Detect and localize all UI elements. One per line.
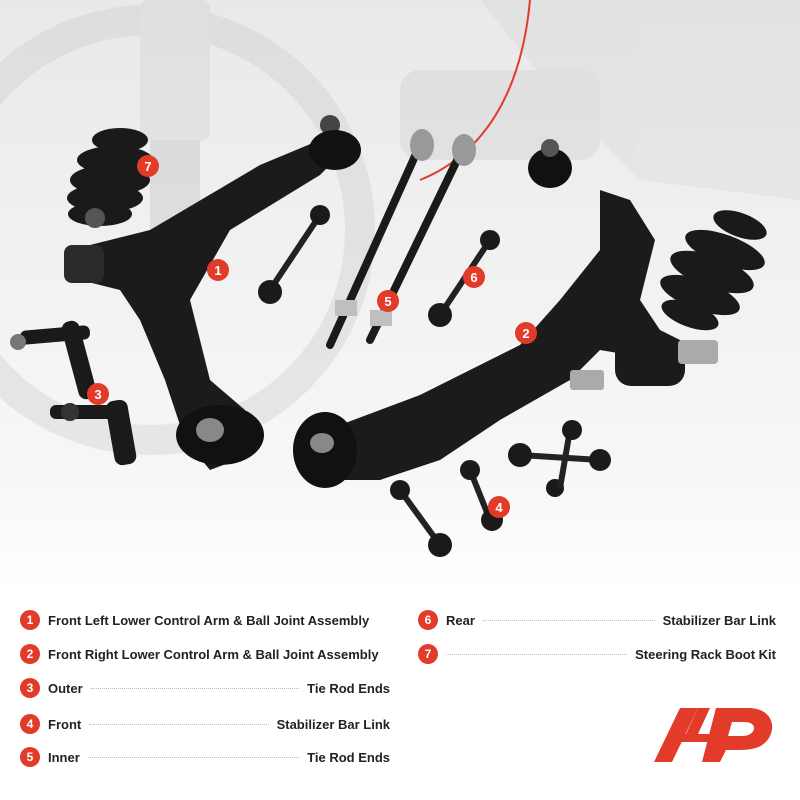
legend-number: 3 [20,678,40,698]
callout-badge-7: 7 [137,155,159,177]
legend-number: 6 [418,610,438,630]
callout-badge-2: 2 [515,322,537,344]
legend-number: 5 [20,747,40,767]
legend-value: Tie Rod Ends [307,749,390,765]
legend-item-5: 5 Inner Tie Rod Ends [20,746,390,768]
product-photo: 1 2 3 4 5 6 7 [0,0,800,590]
brand-logo-icon [654,708,773,762]
legend-item-1: 1 Front Left Lower Control Arm & Ball Jo… [20,609,390,631]
legend-number: 7 [418,644,438,664]
legend-value: Stabilizer Bar Link [662,612,776,628]
callout-badge-1: 1 [207,259,229,281]
legend-item-7: 7 Steering Rack Boot Kit [418,643,776,665]
legend-item-3: 3 Outer Tie Rod Ends [20,677,390,699]
legend-item-6: 6 Rear Stabilizer Bar Link [418,609,776,631]
leader-dots [482,619,655,621]
legend-value: Stabilizer Bar Link [276,716,390,732]
parts-illustration [0,0,800,557]
legend-number: 2 [20,644,40,664]
legend-label: Rear [446,612,475,628]
outer-tie-rod-ends [10,320,137,466]
front-stabilizer-links [390,420,611,557]
callout-badge-3: 3 [87,383,109,405]
rear-stabilizer-links [258,205,500,327]
legend-number: 1 [20,610,40,630]
legend-label: Front Left Lower Control Arm & Ball Join… [48,612,370,628]
callout-badge-4: 4 [488,496,510,518]
steering-rack-boot-left [67,128,153,228]
background-vehicle [0,0,800,455]
legend-value: Steering Rack Boot Kit [635,646,776,662]
legend-label: Inner [48,749,80,765]
legend-label: Front Right Lower Control Arm & Ball Joi… [48,646,379,662]
legend-item-4: 4 Front Stabilizer Bar Link [20,713,390,735]
leader-dots [89,723,269,725]
leader-dots [446,653,628,655]
callout-badge-5: 5 [377,290,399,312]
legend-item-2: 2 Front Right Lower Control Arm & Ball J… [20,643,392,665]
steering-rack-boot-right [660,210,767,331]
legend-label: Front [48,716,82,732]
right-control-arm [293,139,718,488]
leader-dots [87,756,300,758]
left-control-arm [64,115,361,470]
legend-value: Tie Rod Ends [307,680,390,696]
leader-dots [90,687,300,689]
callout-badge-6: 6 [463,266,485,288]
legend-number: 4 [20,714,40,734]
legend-label: Outer [48,680,83,696]
